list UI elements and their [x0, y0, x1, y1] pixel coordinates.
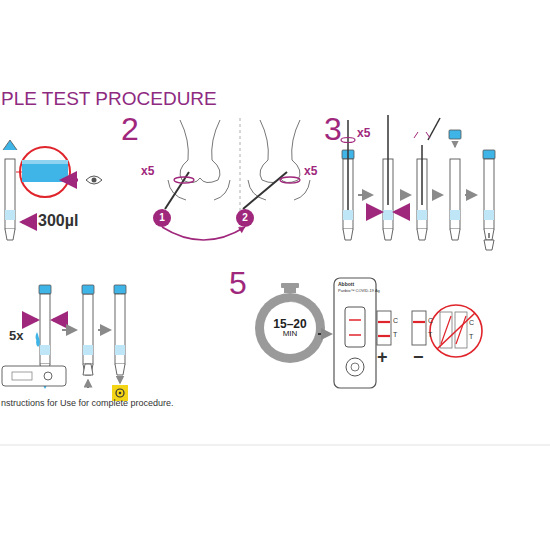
volume-label: 300µl [38, 213, 78, 229]
step-number: 2 [121, 113, 139, 145]
repeat-count: x5 [357, 127, 370, 139]
step-number: 3 [324, 113, 342, 145]
swab-order-circle: 2 [236, 209, 254, 227]
control-line-label: C [469, 319, 474, 326]
test-line-label: T [393, 331, 397, 338]
swab-order-circle: 1 [153, 209, 171, 227]
curved-arrow [162, 227, 245, 240]
timer-face: 15–20MIN [264, 302, 316, 354]
repeat-count: x5 [304, 165, 317, 177]
node-text: 2 [242, 213, 248, 223]
control-line-label: C [428, 317, 433, 324]
caption: nstructions for Use for complete procedu… [1, 399, 174, 408]
test-line-label: T [469, 333, 473, 340]
product-name: Panbio™ COVID-19 Ag [338, 289, 380, 293]
positive-sign: + [377, 348, 388, 366]
control-line-label: C [393, 317, 398, 324]
node-text: 1 [159, 213, 165, 223]
brand-mark: Abbott [338, 282, 354, 287]
node-text: 15–20 [273, 318, 306, 330]
negative-sign: − [413, 348, 424, 366]
repeat-count: x5 [141, 165, 154, 177]
step-number: 5 [229, 267, 247, 299]
title: PLE TEST PROCEDURE [1, 89, 217, 108]
drop-count: 5x [9, 329, 23, 342]
test-line-label: T [428, 331, 432, 338]
node-subtext: MIN [283, 330, 298, 338]
